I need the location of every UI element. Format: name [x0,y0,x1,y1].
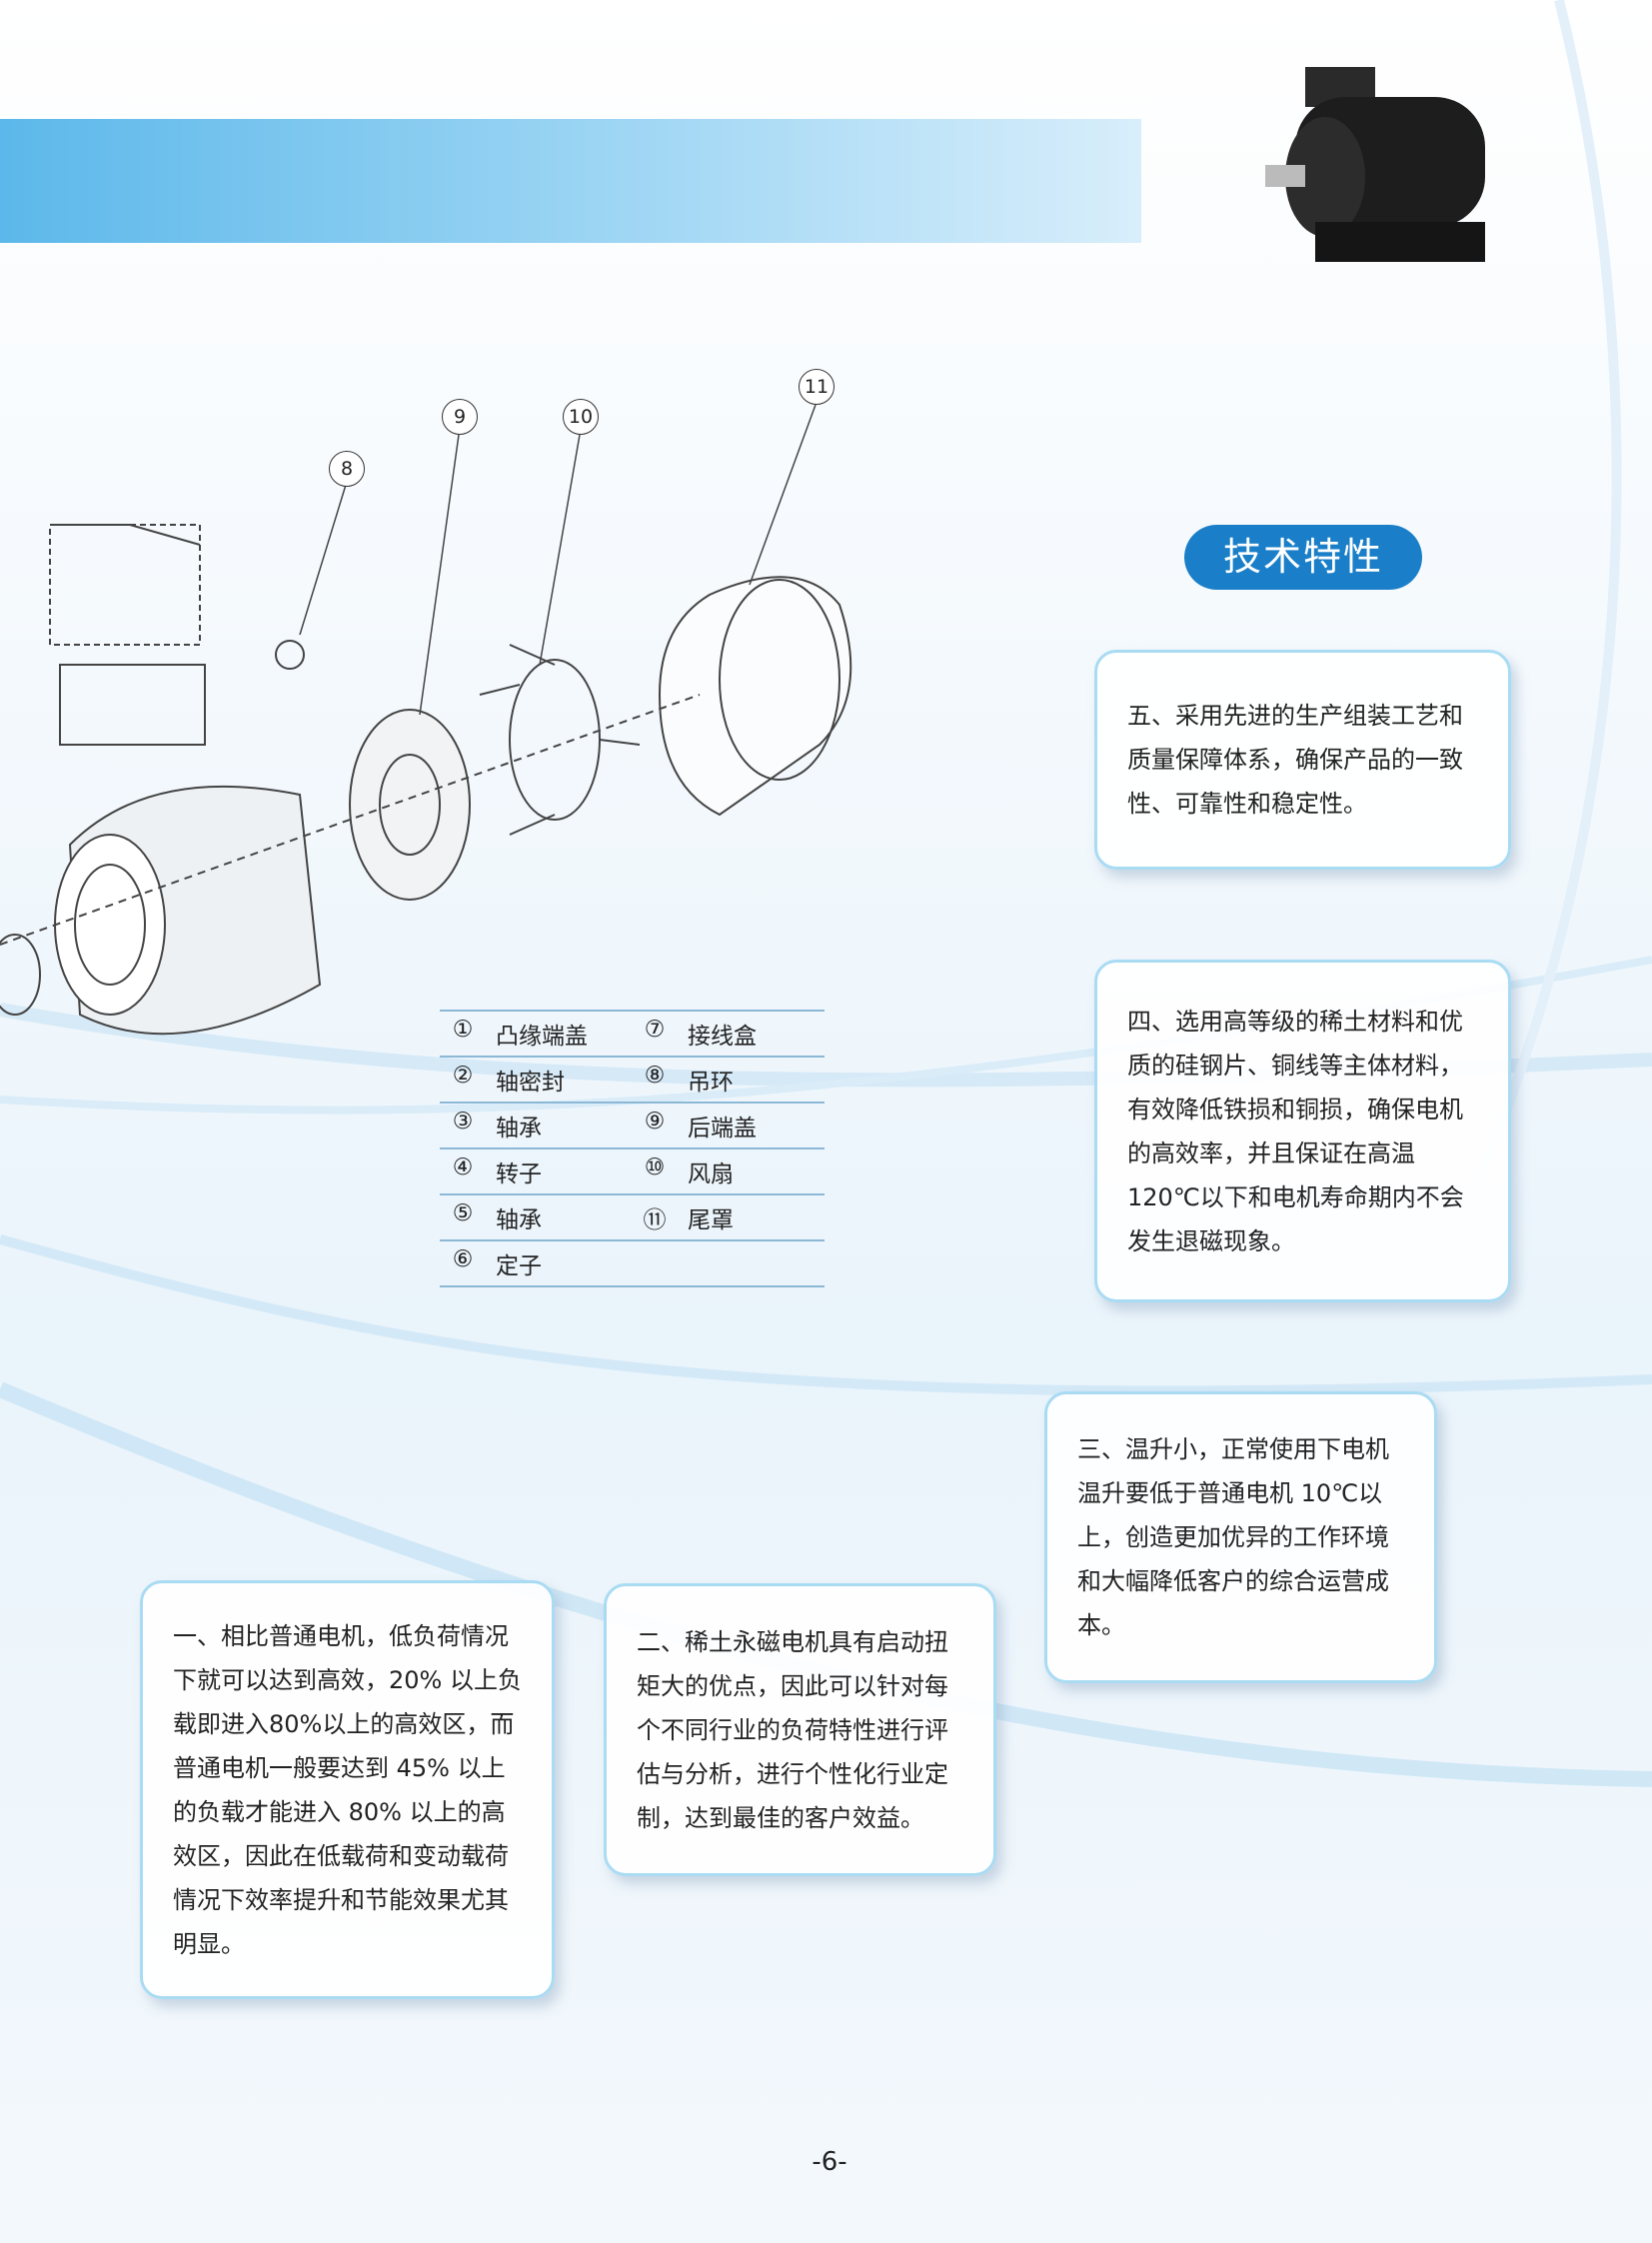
legend-item: ④ 转子 [440,1154,632,1188]
legend-number: ③ [452,1109,474,1134]
callout-8: 8 [329,451,365,487]
feature-box-3: 三、温升小，正常使用下电机温升要低于普通电机 10℃以上，创造更加优异的工作环境… [1044,1391,1437,1683]
feature-box-5: 五、采用先进的生产组装工艺和质量保障体系，确保产品的一致性、可靠性和稳定性。 [1094,650,1511,870]
callout-11: 11 [799,369,834,405]
feature-box-1: 一、相比普通电机，低负荷情况下就可以达到高效，20% 以上负载即进入80%以上的… [140,1580,555,1999]
legend-label: 风扇 [688,1161,734,1187]
parts-legend-table: ① 凸缘端盖 ⑦ 接线盒 ② 轴密封 ⑧ 吊环 ③ 轴承 ⑨ 后端盖 ④ 转子 ⑩ 风扇 ⑤ 轴承 ⑪ 尾罩 ⑥ 定子 [440,1010,825,1287]
legend-row: ⑥ 定子 [440,1239,825,1287]
legend-row: ① 凸缘端盖 ⑦ 接线盒 [440,1010,825,1056]
legend-number: ⑦ [644,1017,666,1043]
legend-label: 轴密封 [496,1070,565,1096]
legend-label: 后端盖 [688,1116,757,1141]
fan-cover [658,576,852,817]
lifting-eye [275,640,305,670]
legend-row: ④ 转子 ⑩ 风扇 [440,1147,825,1193]
legend-label: 凸缘端盖 [496,1024,588,1050]
legend-item: ⑩ 风扇 [632,1154,824,1188]
callout-9: 9 [442,399,478,435]
legend-label: 轴承 [496,1116,542,1141]
legend-item: ① 凸缘端盖 [440,1017,632,1051]
legend-row: ③ 轴承 ⑨ 后端盖 [440,1102,825,1147]
legend-label: 接线盒 [688,1024,757,1050]
feature-text-4: 四、选用高等级的稀土材料和优质的硅钢片、铜线等主体材料，有效降低铁损和铜损，确保… [1127,1007,1464,1255]
legend-number: ⑥ [452,1246,474,1272]
legend-item: ⑧ 吊环 [632,1063,824,1097]
legend-number: ⑧ [644,1063,666,1089]
header-band [0,119,1141,243]
legend-number: ⑤ [452,1200,474,1226]
legend-number: ⑩ [644,1154,666,1180]
legend-row: ② 轴密封 ⑧ 吊环 [440,1056,825,1102]
legend-label: 吊环 [688,1070,734,1096]
legend-item: ⑨ 后端盖 [632,1109,824,1142]
bearing [0,934,41,1016]
section-badge: 技术特性 [1184,525,1422,590]
legend-item: ⑥ 定子 [440,1246,632,1280]
feature-box-4: 四、选用高等级的稀土材料和优质的硅钢片、铜线等主体材料，有效降低铁损和铜损，确保… [1094,960,1511,1302]
legend-label: 轴承 [496,1207,542,1233]
legend-item: ⑦ 接线盒 [632,1017,824,1051]
legend-number: ④ [452,1154,474,1180]
terminal-box-lid [49,524,201,646]
fan [509,659,601,821]
legend-label: 尾罩 [688,1207,734,1233]
legend-item: ⑤ 轴承 [440,1200,632,1234]
rear-end-cover [349,709,471,901]
terminal-box [59,664,206,746]
feature-text-3: 三、温升小，正常使用下电机温升要低于普通电机 10℃以上，创造更加优异的工作环境… [1077,1435,1389,1639]
callout-10: 10 [563,399,599,435]
legend-item: ② 轴密封 [440,1063,632,1097]
legend-row: ⑤ 轴承 ⑪ 尾罩 [440,1193,825,1239]
legend-number: ① [452,1017,474,1043]
legend-item: ⑪ 尾罩 [632,1200,824,1234]
page-number: -6- [812,2147,847,2177]
legend-number: ② [452,1063,474,1089]
motor-photo [1265,67,1485,262]
legend-label: 转子 [496,1161,542,1187]
exploded-motor-diagram [0,404,852,1036]
feature-text-5: 五、采用先进的生产组装工艺和质量保障体系，确保产品的一致性、可靠性和稳定性。 [1127,702,1463,818]
feature-box-2: 二、稀土永磁电机具有启动扭矩大的优点，因此可以针对每个不同行业的负荷特性进行评估… [604,1583,996,1876]
legend-number: ⑨ [644,1109,666,1134]
feature-text-1: 一、相比普通电机，低负荷情况下就可以达到高效，20% 以上负载即进入80%以上的… [173,1621,522,1958]
legend-number: ⑪ [643,1207,667,1233]
legend-label: 定子 [496,1253,542,1279]
legend-item: ③ 轴承 [440,1109,632,1142]
feature-text-2: 二、稀土永磁电机具有启动扭矩大的优点，因此可以针对每个不同行业的负荷特性进行评估… [637,1627,948,1832]
